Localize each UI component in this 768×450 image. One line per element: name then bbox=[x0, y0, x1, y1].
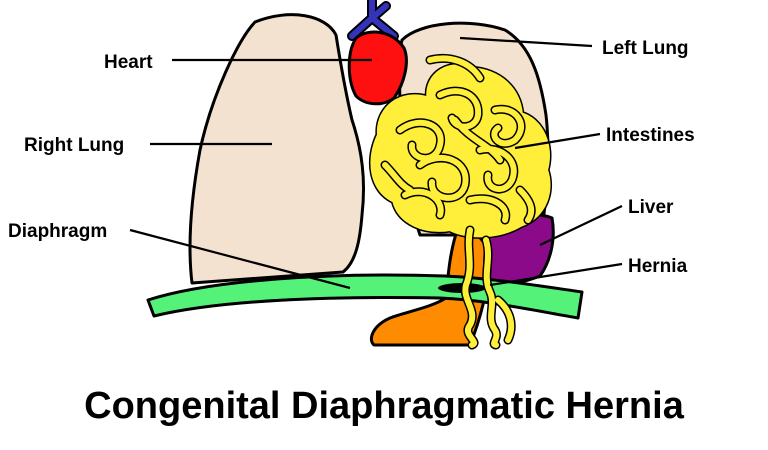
right-lung-shape bbox=[190, 15, 363, 283]
label-left-lung: Left Lung bbox=[602, 38, 689, 59]
label-right-lung: Right Lung bbox=[24, 135, 124, 156]
label-intestines: Intestines bbox=[606, 125, 695, 146]
label-hernia: Hernia bbox=[628, 256, 688, 277]
heart-shape bbox=[349, 32, 406, 104]
page-title: Congenital Diaphragmatic Hernia bbox=[84, 385, 685, 427]
label-diaphragm: Diaphragm bbox=[8, 221, 107, 242]
label-liver: Liver bbox=[628, 197, 674, 218]
label-heart: Heart bbox=[104, 52, 153, 73]
